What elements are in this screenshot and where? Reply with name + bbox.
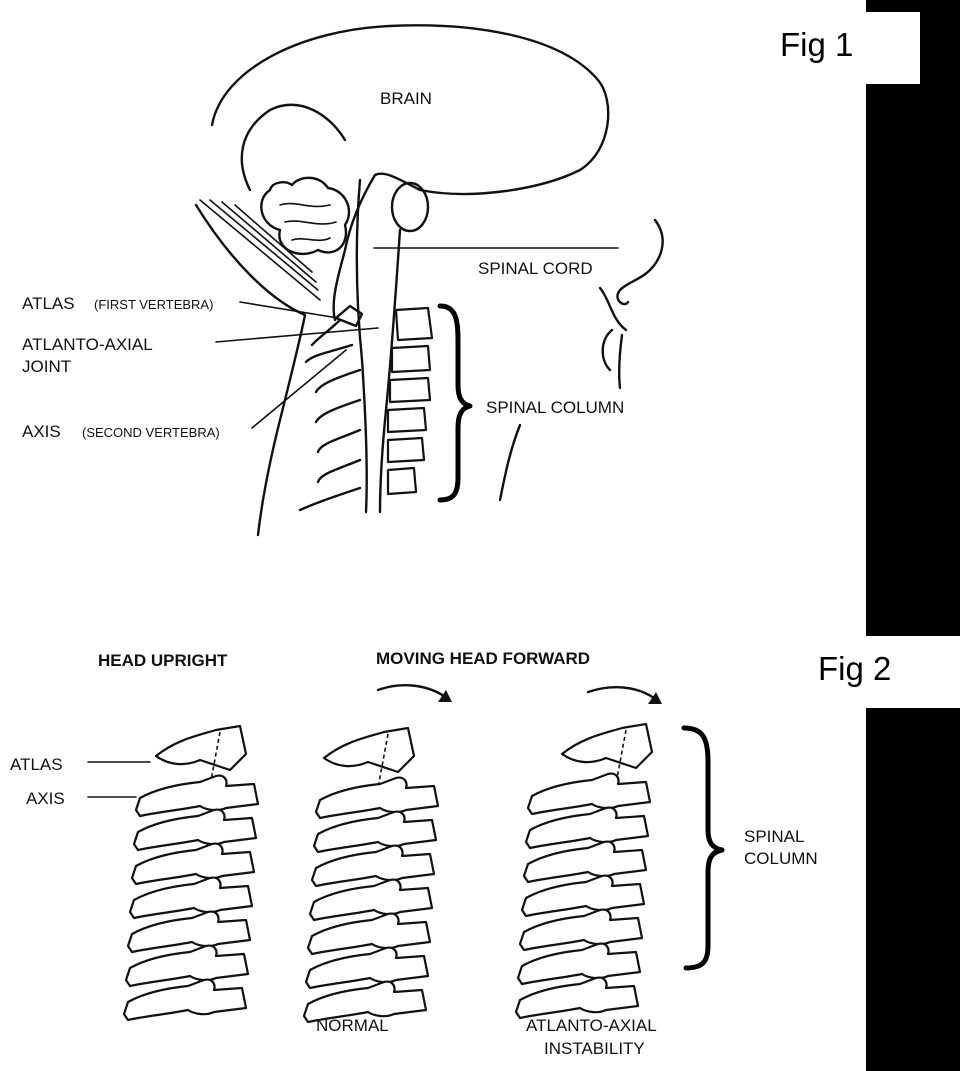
heading-moving-forward: MOVING HEAD FORWARD bbox=[376, 649, 590, 668]
caption-instability-2: INSTABILITY bbox=[544, 1039, 645, 1058]
instability-vertebra-1 bbox=[526, 772, 652, 816]
upright-vertebra-7 bbox=[122, 978, 248, 1022]
normal-vertebra-7 bbox=[302, 980, 428, 1024]
fig1-vertebra-3 bbox=[388, 376, 432, 404]
brain-outline bbox=[210, 24, 610, 322]
fig1-vertebra-6 bbox=[386, 466, 418, 496]
label-fig2-atlas: ATLAS bbox=[10, 755, 63, 774]
label-brain: BRAIN bbox=[380, 89, 432, 108]
neck-back-outline bbox=[194, 203, 307, 537]
label-fig2-axis: AXIS bbox=[26, 789, 65, 808]
normal-vertebra-4 bbox=[308, 878, 434, 922]
normal-atlas bbox=[322, 726, 416, 774]
column-normal bbox=[302, 726, 440, 1024]
label-fig2-spinal: SPINAL bbox=[744, 827, 804, 846]
forward-arrow-1 bbox=[376, 684, 452, 702]
spinal-cord-left bbox=[355, 178, 368, 514]
label-atlanto-axial-1: ATLANTO-AXIAL bbox=[22, 335, 153, 354]
instability-vertebra-2 bbox=[524, 806, 650, 850]
label-atlas: ATLAS bbox=[22, 294, 75, 313]
leader-atlanto-axial bbox=[215, 327, 379, 343]
fig1-vertebra-1 bbox=[394, 306, 434, 342]
normal-vertebra-6 bbox=[304, 946, 430, 990]
instability-vertebra-3 bbox=[522, 840, 648, 884]
fig1-vertebra-5 bbox=[386, 436, 426, 464]
fig1-vertebra-2 bbox=[390, 344, 432, 374]
label-atlas-sub: (FIRST VERTEBRA) bbox=[94, 297, 213, 312]
fig1-illustration bbox=[194, 24, 664, 537]
normal-vertebra-5 bbox=[306, 912, 432, 956]
upright-vertebra-2 bbox=[132, 808, 258, 852]
label-atlanto-axial-2: JOINT bbox=[22, 357, 71, 376]
instability-vertebra-5 bbox=[518, 908, 644, 952]
leader-axis bbox=[251, 349, 347, 429]
label-axis: AXIS bbox=[22, 422, 61, 441]
normal-vertebra-2 bbox=[312, 810, 438, 854]
right-dark-band bbox=[866, 0, 960, 1071]
fig1-spinous-processes bbox=[298, 318, 362, 512]
normal-vertebra-1 bbox=[314, 776, 440, 820]
throat-profile bbox=[601, 328, 624, 390]
normal-dens-dashed bbox=[377, 733, 389, 789]
spinal-column-brace bbox=[437, 303, 473, 503]
instability-vertebra-7 bbox=[514, 976, 640, 1020]
column-head-upright bbox=[122, 724, 260, 1022]
fig1-tag: Fig 1 bbox=[780, 26, 854, 63]
label-spinal-column: SPINAL COLUMN bbox=[486, 398, 624, 417]
brain-inner-fold bbox=[240, 103, 347, 192]
forward-arrow-2 bbox=[586, 686, 662, 704]
fig2-tag-box bbox=[792, 636, 960, 708]
pituitary-ellipse bbox=[390, 181, 430, 233]
instability-atlas bbox=[560, 722, 654, 770]
face-profile bbox=[616, 218, 664, 306]
fig1-vertebra-4 bbox=[386, 406, 428, 434]
upright-vertebra-5 bbox=[126, 910, 252, 954]
caption-normal: NORMAL bbox=[316, 1016, 389, 1035]
normal-vertebra-3 bbox=[310, 844, 436, 888]
fig1-vertebrae bbox=[298, 304, 434, 512]
instability-vertebra-6 bbox=[516, 942, 642, 986]
caption-instability-1: ATLANTO-AXIAL bbox=[526, 1016, 657, 1035]
leader-atlas bbox=[239, 301, 339, 319]
cerebellum-folds bbox=[279, 202, 337, 242]
instability-dens-dashed bbox=[615, 729, 627, 785]
chin-profile bbox=[598, 286, 628, 332]
label-spinal-cord: SPINAL CORD bbox=[478, 259, 593, 278]
instability-vertebra-4 bbox=[520, 874, 646, 918]
label-fig2-column: COLUMN bbox=[744, 849, 818, 868]
atlas-shape bbox=[334, 304, 364, 328]
upright-vertebra-4 bbox=[128, 876, 254, 920]
cerebellum bbox=[260, 176, 351, 256]
neck-front bbox=[498, 423, 522, 502]
column-instability bbox=[514, 722, 654, 1020]
fig2-tag: Fig 2 bbox=[818, 650, 892, 687]
upright-vertebra-3 bbox=[130, 842, 256, 886]
fig1-tag-box bbox=[752, 12, 920, 84]
spinal-cord-right bbox=[378, 228, 402, 514]
upright-atlas bbox=[154, 724, 248, 772]
fig2-spinal-column-brace bbox=[681, 725, 725, 971]
label-axis-sub: (SECOND VERTEBRA) bbox=[82, 425, 220, 440]
upright-vertebra-6 bbox=[124, 944, 250, 988]
upright-vertebra-1 bbox=[134, 774, 260, 818]
skull-hatch bbox=[199, 199, 321, 301]
heading-head-upright: HEAD UPRIGHT bbox=[98, 651, 228, 670]
